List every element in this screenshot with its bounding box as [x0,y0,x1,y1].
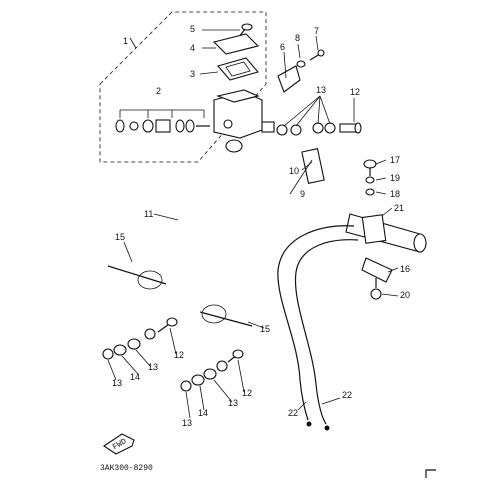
callout-13-d: 13 [182,418,192,428]
callout-4: 4 [190,43,195,53]
callout-2: 2 [156,86,161,96]
piston-kit [115,109,210,133]
reservoir-diaphragm [217,57,259,81]
callout-3: 3 [190,69,195,79]
handlebar-brake-switch [345,213,427,300]
callout-12: 12 [350,87,360,97]
callout-12-b: 12 [174,350,184,360]
hose-holder [277,49,325,93]
callout-22-b: 22 [342,390,352,400]
reservoir-cap [212,33,260,55]
master-cylinder-assembly-box [99,11,267,163]
callout-20: 20 [400,290,410,300]
page-corner-mark [425,469,436,478]
callout-13-b: 13 [112,378,122,388]
callout-7: 7 [314,26,319,36]
callout-22: 22 [288,408,298,418]
callout-8: 8 [295,33,300,43]
callout-17: 17 [390,155,400,165]
callout-11: 11 [144,209,153,219]
brake-hose-joint [301,148,325,184]
callout-15: 15 [115,232,125,242]
callout-15-b: 15 [260,324,270,334]
cable-22-b [294,239,359,425]
callout-13-e: 13 [228,398,238,408]
diagram-code: 3AK300-8290 [100,464,153,473]
callout-14-b: 14 [198,408,208,418]
callout-18: 18 [390,189,400,199]
leader-lines [107,29,399,419]
callout-5: 5 [190,24,195,34]
callout-14: 14 [130,372,140,382]
fwd-arrow-icon: FWD [103,433,135,455]
callout-19: 19 [390,173,400,183]
callout-21: 21 [394,203,404,213]
lower-left-union-bolt [102,317,178,360]
callout-13: 13 [316,85,326,95]
callout-16: 16 [400,264,410,274]
upper-union-bolt [276,122,362,136]
callout-12-c: 12 [242,388,252,398]
callout-10: 10 [289,166,299,176]
callout-1: 1 [123,36,128,46]
callout-9: 9 [300,189,305,199]
lower-right-union-bolt [180,349,244,392]
callout-6: 6 [280,42,285,52]
hose-clamp-right [199,304,253,327]
master-cylinder-body [213,89,275,153]
switch-screw-stack [363,159,377,196]
cable-22-a [277,225,355,421]
hose-clamp-left [107,265,167,290]
callout-13-c: 13 [148,362,158,372]
